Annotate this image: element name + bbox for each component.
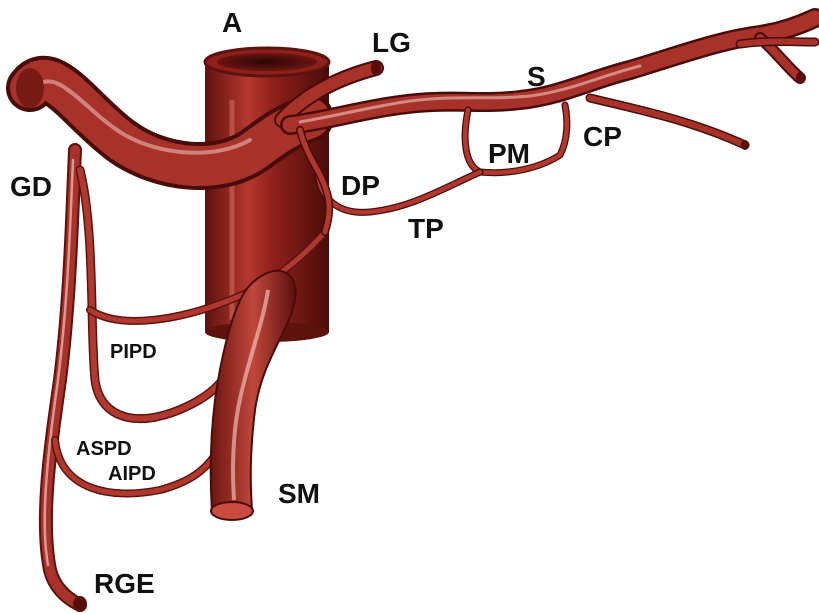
sm-lumen [211,502,253,520]
label-dp: DP [341,170,380,201]
label-lg: LG [372,27,411,58]
cp-end [741,140,749,150]
splenic-end [796,72,804,84]
gd-artery [45,150,80,605]
label-sm: SM [278,478,320,509]
rge-end [73,596,87,612]
label-pipd: PIPD [110,341,157,363]
aorta-lumen [217,53,317,71]
label-aspd: ASPD [76,438,132,460]
hepatic-end [16,68,44,108]
label-cp: CP [583,121,622,152]
label-pm: PM [488,138,530,169]
lg-end [371,60,381,76]
label-s: S [527,61,546,92]
label-a: A [222,7,242,38]
label-rge: RGE [94,568,155,599]
label-tp: TP [408,213,444,244]
label-gd: GD [10,171,52,202]
label-aipd: AIPD [108,463,156,485]
